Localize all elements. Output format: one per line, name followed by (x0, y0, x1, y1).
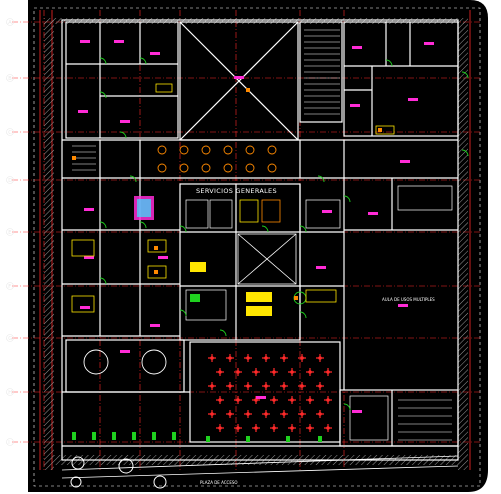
axis-row-label: C (8, 130, 12, 136)
hall-table-top (228, 412, 232, 416)
axis-row-label: G (8, 336, 12, 342)
hall-table-top (254, 426, 258, 430)
room-tags (78, 40, 434, 413)
axis-row-label: H (8, 390, 12, 396)
axis-row-bubble (6, 74, 14, 82)
hall-table-top (264, 384, 268, 388)
shaft (237, 233, 297, 285)
axis-row-label: F (8, 284, 11, 290)
hall-table-top (300, 384, 304, 388)
auditorio-label: AULA DE USOS MULTIPLES (382, 297, 435, 302)
axis-row-bubble (6, 388, 14, 396)
hall-table-top (326, 370, 330, 374)
axis-row-label: B (8, 76, 12, 82)
hall-table-top (300, 412, 304, 416)
hall-table-top (246, 412, 250, 416)
hall-table-top (228, 384, 232, 388)
hall-table-top (210, 356, 214, 360)
hall-table-top (282, 384, 286, 388)
hall-table-top (308, 370, 312, 374)
hall-table-top (236, 426, 240, 430)
sheet-border-dashed (33, 7, 481, 487)
hall-table-top (228, 356, 232, 360)
furniture (71, 83, 395, 313)
hall-table-top (272, 370, 276, 374)
hall-table-top (218, 370, 222, 374)
dining-tables-top (157, 145, 277, 173)
hall-table-top (246, 356, 250, 360)
axis-row-label: D (8, 178, 12, 184)
hall-table-top (326, 398, 330, 402)
accents-orange (72, 88, 382, 300)
hall-table-top (218, 426, 222, 430)
hall-table-top (326, 426, 330, 430)
service-fixtures (134, 185, 453, 441)
axis-row-bubble (6, 228, 14, 236)
hall-table-top (210, 384, 214, 388)
hall-table-top (272, 426, 276, 430)
sidewalk (61, 455, 459, 479)
hall-table-top (290, 426, 294, 430)
services-title: SERVICIOS GENERALES (196, 187, 277, 195)
hall-table-top (236, 398, 240, 402)
axis-row-label: A (8, 20, 12, 26)
hall-table-top (272, 398, 276, 402)
drawing-sheet (28, 0, 488, 492)
axis-row-bubble (6, 282, 14, 290)
axis-row-label: I (8, 440, 9, 446)
axis-row-bubble (6, 438, 14, 446)
hall-table-top (282, 356, 286, 360)
hall-table-top (308, 398, 312, 402)
building-walls (61, 19, 459, 461)
axis-row-label: E (8, 230, 11, 236)
hall-table-top (282, 412, 286, 416)
door-swings (99, 57, 469, 411)
axis-row-bubble (6, 128, 14, 136)
hall-table-top (318, 356, 322, 360)
stairs (72, 29, 452, 441)
hall-table-top (210, 412, 214, 416)
hall-table-top (290, 370, 294, 374)
axis-row-bubble (6, 334, 14, 342)
landscape-plants (70, 432, 322, 489)
hall-table-top (290, 398, 294, 402)
hall-table-top (300, 356, 304, 360)
axis-row-bubble (6, 176, 14, 184)
hall-table-top (254, 398, 258, 402)
hall-table-top (236, 370, 240, 374)
hall-table-top (218, 398, 222, 402)
hall-table-top (308, 426, 312, 430)
dining-tables-hall (208, 354, 332, 432)
axis-row-bubble (6, 18, 14, 26)
hall-table-top (264, 356, 268, 360)
hall-table-top (246, 384, 250, 388)
plaza-label: PLAZA DE ACCESO (200, 480, 238, 485)
hall-table-top (318, 384, 322, 388)
hall-table-top (254, 370, 258, 374)
hall-table-top (318, 412, 322, 416)
hall-table-top (264, 412, 268, 416)
